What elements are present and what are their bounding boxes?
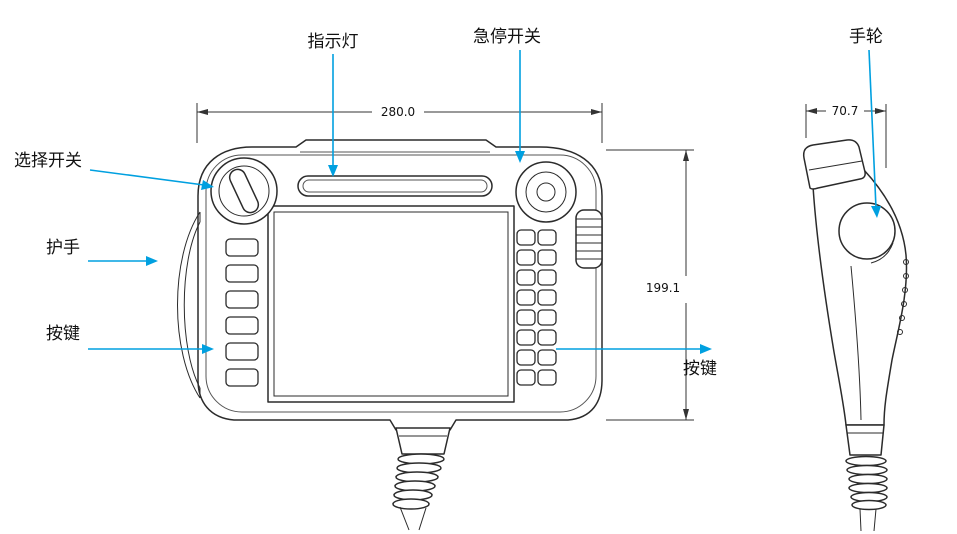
selector-switch (210, 157, 278, 225)
screen (267, 205, 515, 403)
front-view (177, 139, 603, 531)
handwheel-front (575, 209, 603, 269)
label-handguard: 护手 (46, 238, 80, 258)
annotation-estop: 急停开关 (473, 27, 541, 163)
annotation-handwheel: 手轮 (849, 27, 883, 218)
label-handwheel: 手轮 (849, 27, 883, 47)
dim-front-height-text: 199.1 (646, 281, 680, 295)
dim-side-width-text: 70.7 (832, 104, 859, 118)
emergency-stop (515, 161, 577, 223)
hand-guard (177, 211, 201, 399)
label-indicator: 指示灯 (308, 32, 359, 52)
indicator-light (297, 175, 493, 197)
label-selector: 选择开关 (14, 151, 82, 171)
label-estop: 急停开关 (473, 27, 541, 47)
annotation-handguard: 护手 (46, 238, 158, 266)
side-key-bumps (897, 259, 909, 335)
dimension-side-width: 70.7 (805, 104, 887, 168)
pendant-inner-contour (205, 154, 597, 413)
front-cable (392, 427, 451, 531)
left-keys (225, 238, 259, 387)
side-view (802, 139, 909, 532)
side-estop (802, 139, 866, 190)
label-keys-right: 按键 (683, 359, 717, 379)
annotation-keys-right: 按键 (556, 344, 717, 379)
dim-front-width-text: 280.0 (381, 105, 415, 119)
annotation-keys-left: 按键 (46, 324, 214, 354)
dimension-front-width: 280.0 (196, 103, 603, 143)
dimension-front-height: 199.1 (606, 149, 694, 421)
label-keys-left: 按键 (46, 324, 80, 344)
handwheel-side (838, 202, 896, 264)
side-estop-line (808, 160, 863, 171)
annotation-selector: 选择开关 (14, 151, 214, 190)
right-keys (516, 229, 557, 386)
side-cable (845, 424, 888, 532)
side-grip-line (850, 265, 862, 421)
annotation-indicator: 指示灯 (308, 32, 359, 177)
